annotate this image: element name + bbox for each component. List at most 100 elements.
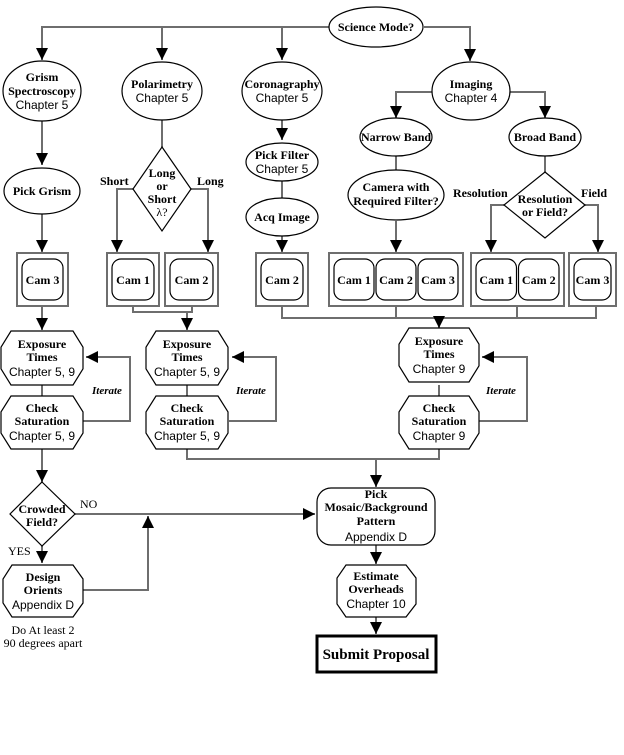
exposure-line-2: Times [423,347,454,361]
edge-sat-join [186,449,440,460]
saturation-line-2: Saturation [412,414,467,428]
camera-cam-1: Cam 1 [333,258,375,301]
decision-line-3: Short [148,192,177,206]
edge-long-cam2 [191,188,214,252]
saturation-ref: Chapter 9 [413,429,466,443]
camera-label: Cam 3 [26,273,60,287]
res-decision-line-2: or Field? [522,205,568,219]
camera-group-field: Cam 3 [568,252,617,307]
pick-grism-label: Pick Grism [13,184,71,198]
resolution-field-decision: Resolution or Field? [503,171,586,239]
imaging-ref: Chapter 4 [445,91,498,105]
exposure-ref: Chapter 5, 9 [154,365,220,379]
camera-group-grism: Cam 3 [16,252,69,307]
edge-field-cam3 [585,204,604,252]
saturation-line-1: Check [26,401,59,415]
overheads-line-2: Overheads [348,582,404,596]
camera-label: Cam 1 [479,273,513,287]
mosaic-ref: Appendix D [345,530,407,544]
res-decision-line-1: Resolution [518,192,573,206]
edge-pol-cams-join [132,305,193,313]
camera-label: Cam 2 [265,273,299,287]
submit-proposal-node: Submit Proposal [315,634,438,674]
edge-cams-bus [281,307,597,319]
polarimetry-title: Polarimetry [131,77,193,91]
edge-to-imaging [424,26,476,61]
design-orients-line-1: Design [26,570,61,584]
edge-iterate-3 [479,351,528,422]
long-short-decision: Long or Short λ? [132,145,192,233]
coronagraphy-ref: Chapter 5 [256,91,309,105]
edge-iterate-1 [83,351,131,422]
camera-cam-2: Cam 2 [260,258,304,301]
grism-title-2: Spectroscopy [8,84,76,98]
field-branch-label: Field [581,186,607,200]
exposure-line-1: Exposure [18,337,67,351]
camera-cam-1: Cam 1 [475,258,518,301]
edge-orients-merge [83,516,154,591]
imaging-node: Imaging Chapter 4 [431,61,511,121]
pick-filter-ref: Chapter 5 [256,162,309,176]
no-branch-label: NO [80,497,98,511]
grism-title-1: Grism [26,70,59,84]
camera-label: Cam 3 [576,273,610,287]
coronagraphy-node: Coronagraphy Chapter 5 [241,61,323,121]
exposure-ref: Chapter 9 [413,362,466,376]
acq-image-label: Acq Image [254,210,310,224]
crowded-field-decision: Crowded Field? [9,481,76,547]
polarimetry-node: Polarimetry Chapter 5 [121,61,203,121]
decision-line-1: Long [149,166,176,180]
mosaic-line-3: Pattern [357,514,396,528]
edge-iterate-2 [229,351,277,422]
iterate-label-1: Iterate [91,385,122,397]
coronagraphy-title: Coronagraphy [244,77,319,91]
camera-label: Cam 2 [379,273,413,287]
pick-filter-title: Pick Filter [255,148,310,162]
overheads-line-1: Estimate [353,569,399,583]
camera-filter-line-1: Camera with [363,180,430,194]
saturation-line-2: Saturation [160,414,215,428]
exposure-line-1: Exposure [163,337,212,351]
mosaic-node: Pick Mosaic/Background Pattern Appendix … [316,487,436,546]
saturation-ref: Chapter 5, 9 [9,429,75,443]
camera-label: Cam 2 [522,273,556,287]
narrow-band-label: Narrow Band [361,130,431,144]
broad-band-label: Broad Band [514,130,576,144]
orients-note-1: Do At least 2 [12,623,75,637]
edge-imaging-narrow [390,91,433,118]
broad-band-node: Broad Band [508,117,582,157]
camera-label: Cam 2 [175,273,209,287]
science-mode-label: Science Mode? [338,20,414,34]
camera-group-narrow: Cam 1 Cam 2 Cam 3 [328,252,464,307]
camera-group-coron: Cam 2 [255,252,309,307]
narrow-band-node: Narrow Band [359,117,433,157]
camera-group-resolution: Cam 1 Cam 2 [470,252,565,307]
exposure-line-1: Exposure [415,334,464,348]
grism-ref: Chapter 5 [16,98,69,112]
camera-group-pol-short: Cam 1 [106,252,160,307]
camera-cam-2: Cam 2 [169,258,214,301]
saturation-line-1: Check [171,401,204,415]
polarimetry-ref: Chapter 5 [136,91,189,105]
submit-proposal-label: Submit Proposal [323,647,430,663]
design-orients-ref: Appendix D [12,598,74,612]
camera-cam-2: Cam 2 [517,258,560,301]
saturation-line-1: Check [423,401,456,415]
camera-with-filter-node: Camera with Required Filter? [347,169,445,221]
long-branch-label: Long [197,174,224,188]
acq-image-node: Acq Image [245,197,319,237]
camera-cam-3: Cam 3 [417,258,459,301]
iterate-label-3: Iterate [485,385,516,397]
camera-group-pol-long: Cam 2 [164,252,219,307]
crowded-line-1: Crowded [18,502,65,516]
exposure-ref: Chapter 5, 9 [9,365,75,379]
camera-cam-3: Cam 3 [21,258,64,301]
decision-line-2: or [156,179,168,193]
design-orients-node: Design Orients Appendix D [2,564,84,618]
